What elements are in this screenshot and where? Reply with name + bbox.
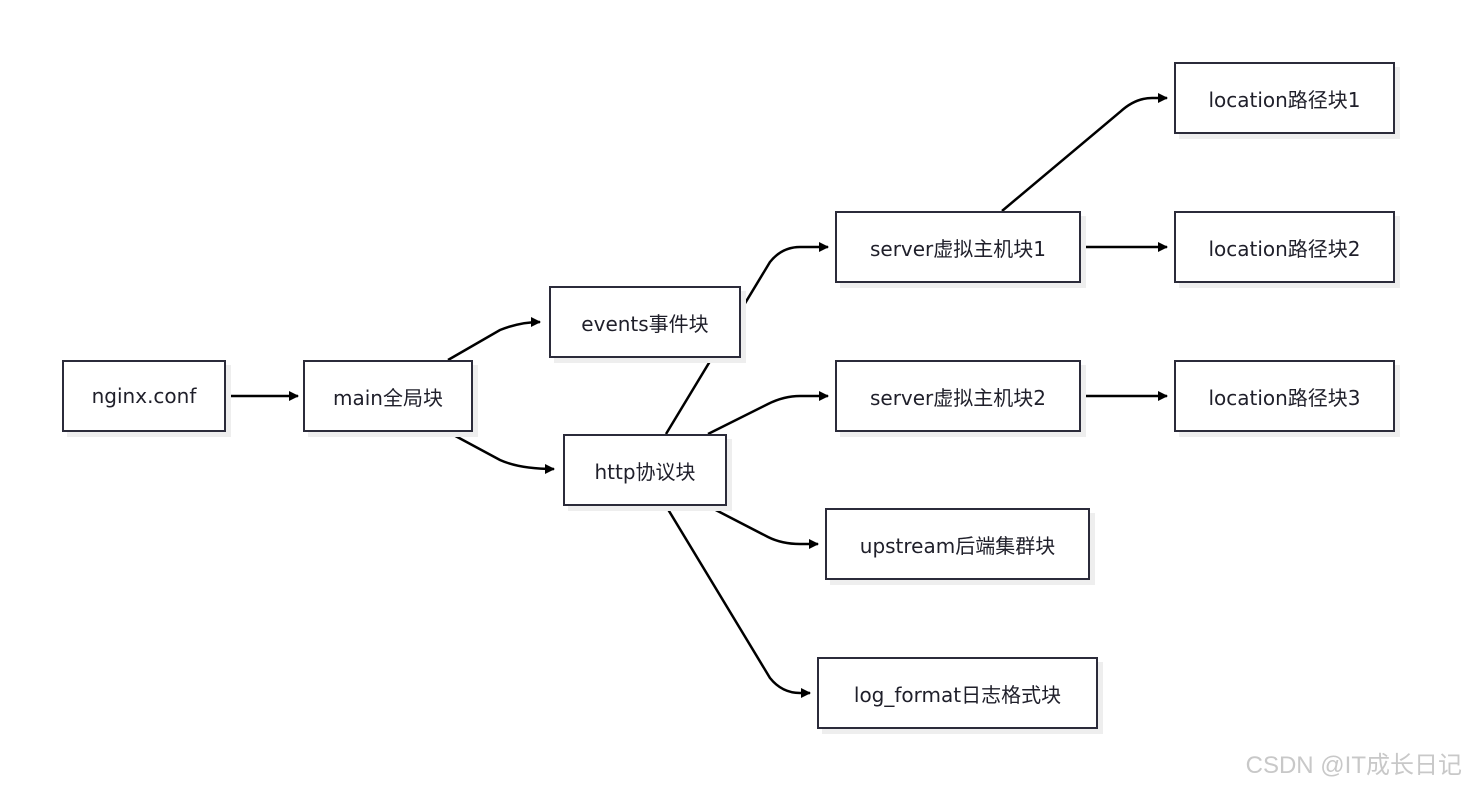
edge-server1-to-location1 bbox=[1001, 93, 1168, 212]
node-location2: location路径块2 bbox=[1174, 211, 1395, 283]
node-server2: server虚拟主机块2 bbox=[835, 360, 1081, 432]
edges-group bbox=[226, 93, 1168, 698]
edge-main-to-http bbox=[447, 430, 555, 474]
node-events: events事件块 bbox=[549, 286, 741, 358]
node-location1: location路径块1 bbox=[1174, 62, 1395, 134]
edge-http-to-upstream bbox=[707, 504, 819, 549]
node-location3: location路径块3 bbox=[1174, 360, 1395, 432]
node-upstream: upstream后端集群块 bbox=[825, 508, 1090, 580]
node-log-format: log_format日志格式块 bbox=[817, 657, 1098, 729]
node-server2-label: server虚拟主机块2 bbox=[869, 385, 1047, 410]
node-server1-label: server虚拟主机块1 bbox=[869, 236, 1047, 261]
node-server1: server虚拟主机块1 bbox=[835, 211, 1081, 283]
csdn-watermark: CSDN @IT成长日记 bbox=[1245, 752, 1462, 779]
node-events-label: events事件块 bbox=[581, 311, 709, 336]
node-location1-label: location路径块1 bbox=[1208, 87, 1361, 112]
edge-http-to-server1 bbox=[664, 242, 829, 435]
node-nginx-conf: nginx.conf bbox=[62, 360, 226, 432]
edge-http-to-logformat bbox=[664, 505, 811, 698]
node-http-label: http协议块 bbox=[594, 459, 696, 484]
node-http: http协议块 bbox=[563, 434, 727, 506]
node-main: main全局块 bbox=[303, 360, 473, 432]
edge-main-to-events bbox=[447, 317, 541, 362]
node-main-label: main全局块 bbox=[333, 385, 443, 410]
node-log-format-label: log_format日志格式块 bbox=[853, 682, 1062, 707]
node-nginx-conf-label: nginx.conf bbox=[91, 384, 197, 408]
edge-http-to-server2 bbox=[707, 391, 829, 436]
node-upstream-label: upstream后端集群块 bbox=[859, 533, 1056, 558]
node-location2-label: location路径块2 bbox=[1208, 236, 1361, 261]
node-location3-label: location路径块3 bbox=[1208, 385, 1361, 410]
